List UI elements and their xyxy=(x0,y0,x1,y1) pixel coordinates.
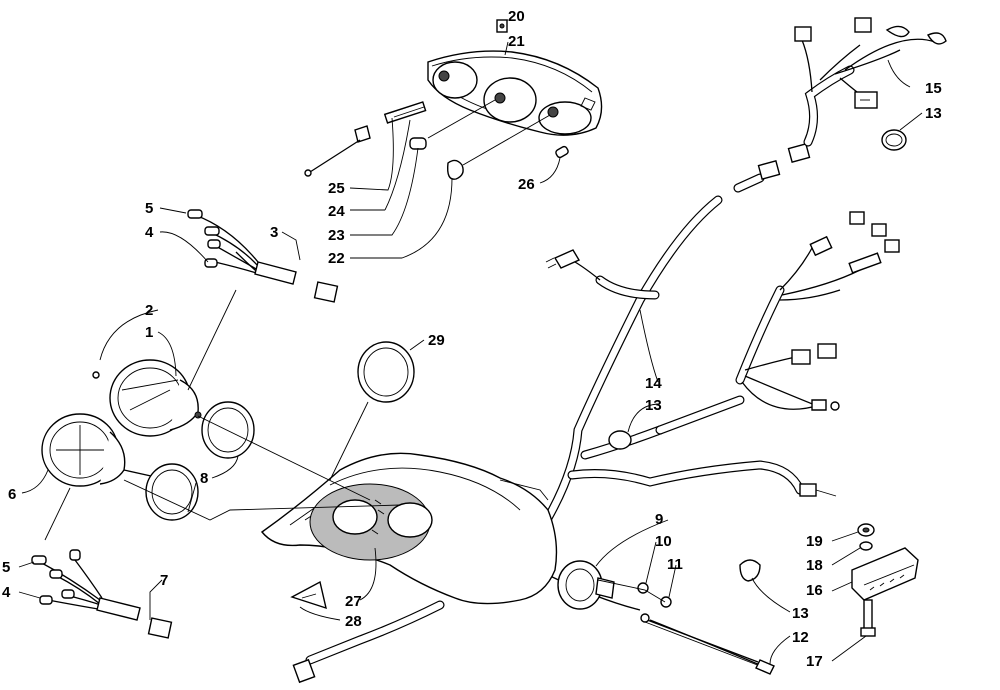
gauge-harness-part-7[interactable] xyxy=(31,549,173,639)
callout-21: 21 xyxy=(508,33,525,50)
bulb-part-23[interactable] xyxy=(409,137,427,150)
bracket-part-25[interactable] xyxy=(304,125,371,177)
cable-tie-part-13-top[interactable] xyxy=(881,129,907,151)
callout-28: 28 xyxy=(345,613,362,630)
callout-9: 9 xyxy=(655,511,663,528)
washer-part-18[interactable] xyxy=(859,541,873,551)
cover-part-29[interactable] xyxy=(357,341,415,403)
callout-6: 6 xyxy=(8,486,16,503)
callout-12: 12 xyxy=(792,629,809,646)
cable-tie-part-13-bottom[interactable] xyxy=(739,559,761,582)
bushing-part-19[interactable] xyxy=(857,523,875,537)
harness-connectors xyxy=(292,143,900,684)
headlight-assembly[interactable] xyxy=(427,50,603,136)
callout-22: 22 xyxy=(328,250,345,267)
callout-1: 1 xyxy=(145,324,153,341)
callout-2: 2 xyxy=(145,302,153,319)
cable-tie-part-13-middle[interactable] xyxy=(608,430,632,450)
callout-24: 24 xyxy=(328,203,345,220)
callout-11: 11 xyxy=(667,556,683,573)
switch-part-9[interactable] xyxy=(557,560,615,610)
callout-25: 25 xyxy=(328,180,345,197)
callout-26: 26 xyxy=(518,176,535,193)
callout-4-bottom: 4 xyxy=(2,584,11,601)
nut-part-11[interactable] xyxy=(660,596,672,608)
callout-29: 29 xyxy=(428,332,445,349)
callout-7: 7 xyxy=(160,572,168,589)
callout-16: 16 xyxy=(806,582,823,599)
grommet-part-22[interactable] xyxy=(446,159,464,180)
callout-13-top: 13 xyxy=(925,105,942,122)
cable-part-12[interactable] xyxy=(640,613,775,675)
sub-harness-part-15[interactable] xyxy=(794,17,947,147)
gauge-part-6[interactable] xyxy=(41,413,161,487)
bolt-part-17[interactable] xyxy=(860,599,876,637)
callout-10: 10 xyxy=(655,533,672,550)
callout-3: 3 xyxy=(270,224,278,241)
clip-part-20[interactable] xyxy=(496,19,508,33)
gauge-harness-part-3[interactable] xyxy=(187,209,339,303)
callout-18: 18 xyxy=(806,557,823,574)
regulator-part-16[interactable] xyxy=(851,547,919,601)
callout-15: 15 xyxy=(925,80,942,97)
gauge-part-1[interactable] xyxy=(92,359,202,437)
bulb-part-26[interactable] xyxy=(555,145,569,159)
callout-8: 8 xyxy=(200,470,208,487)
decal-part-28[interactable] xyxy=(290,580,327,610)
bulb-socket-part-24[interactable] xyxy=(383,101,427,124)
callout-23: 23 xyxy=(328,227,345,244)
gauge-openings xyxy=(309,483,433,561)
callout-14: 14 xyxy=(645,375,662,392)
bezel-ring-part-8-top[interactable] xyxy=(201,401,255,459)
callout-5-bottom: 5 xyxy=(2,559,10,576)
callout-17: 17 xyxy=(806,653,823,670)
bezel-ring-part-8-bottom[interactable] xyxy=(145,463,199,521)
callout-13-bottom: 13 xyxy=(792,605,809,622)
callout-19: 19 xyxy=(806,533,823,550)
callout-13-middle: 13 xyxy=(645,397,662,414)
callout-27: 27 xyxy=(345,593,362,610)
callout-5-top: 5 xyxy=(145,200,153,217)
washer-part-10[interactable] xyxy=(637,582,649,594)
callout-4-top: 4 xyxy=(145,224,154,241)
callout-20: 20 xyxy=(508,8,525,25)
